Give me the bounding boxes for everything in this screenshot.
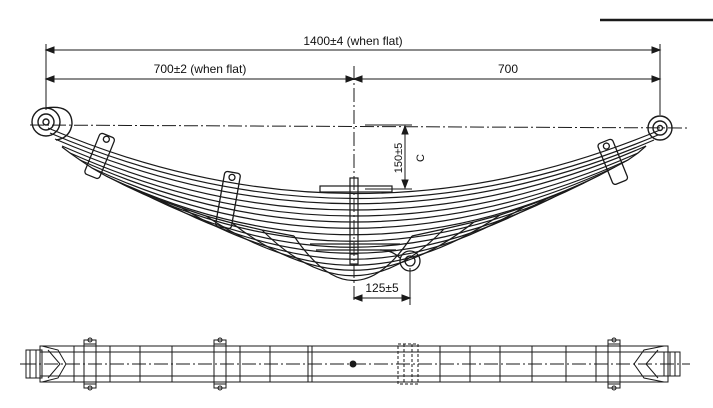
left-half-label: 700±2 (when flat) [154,62,247,76]
dimension-offset [352,268,412,305]
clamp-left-inner [215,170,241,230]
plan-clamp-right [607,337,621,391]
plan-center-clamp [397,343,419,385]
plan-left-eye-end [20,345,67,383]
camber-label: 150±5 [393,143,405,174]
spring-leaves [47,127,661,282]
plan-clamp-left-inner [213,337,227,391]
offset-eye [379,249,421,272]
plan-center-bolt [349,360,357,368]
eye-centerline [29,124,691,129]
center-bolt [319,177,393,265]
elevation-view [29,44,691,305]
dimension-halves [44,66,662,300]
right-spring-eye [647,115,673,141]
offset-label: 125±5 [365,281,399,295]
camber-letter: C [415,154,427,162]
plan-leaf-body [39,345,669,383]
plan-right-eye-end [633,345,681,383]
right-half-label: 700 [498,62,518,76]
plan-clamp-left-outer [83,337,97,391]
left-spring-eye [31,106,73,141]
plan-leaf-steps [73,346,597,382]
dimension-camber [365,124,412,190]
clamp-right [597,138,629,185]
overall-length-label: 1400±4 (when flat) [303,34,402,48]
plan-view [20,337,690,391]
clamp-left-outer [84,132,116,180]
